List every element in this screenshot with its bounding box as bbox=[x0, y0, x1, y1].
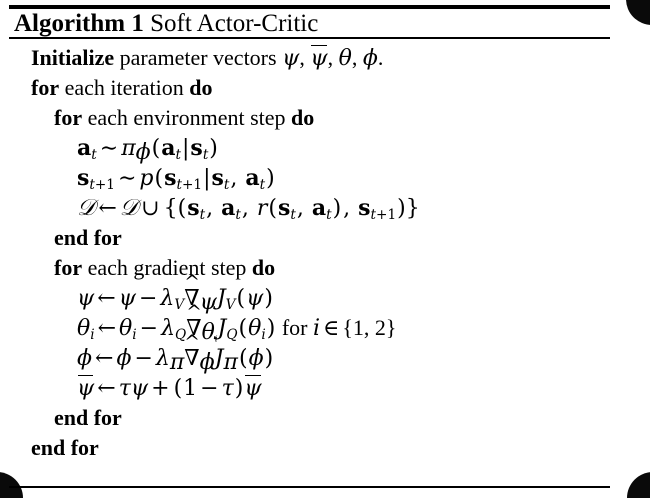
line-update-psi: ψ←ψ−λV∇ψJV(ψ) bbox=[0, 274, 650, 313]
text-for-i-in: for bbox=[276, 315, 313, 340]
page-corner-bottom-left bbox=[0, 472, 23, 498]
text-each-gradient-step: each gradient step bbox=[82, 255, 252, 280]
text-each-environment-step: each environment step bbox=[82, 105, 292, 130]
math-expression-update-psi: ψ←ψ−λV∇ψJV(ψ) bbox=[77, 274, 274, 313]
math-phi: ϕ bbox=[362, 46, 378, 71]
keyword-do: do bbox=[189, 75, 213, 100]
page-corner-bottom-right bbox=[627, 472, 650, 498]
line-for-each-iteration: for each iteration do bbox=[0, 73, 650, 103]
keyword-end-for: end for bbox=[54, 225, 122, 250]
keyword-for: for bbox=[54, 105, 83, 130]
line-end-for-environment-step: end for bbox=[0, 223, 650, 253]
keyword-do: do bbox=[251, 255, 276, 280]
comma-2: , bbox=[327, 45, 339, 70]
line-initialize: Initialize parameter vectors ψ, ψ, θ, ϕ. bbox=[0, 43, 650, 73]
math-theta: θ bbox=[338, 46, 352, 71]
line-end-for-iteration: end for bbox=[0, 433, 650, 463]
line-end-for-gradient-step: end for bbox=[0, 403, 650, 433]
line-update-theta: θi←θi−λQ∇θiJQ(θi) for i∈{1, 2} bbox=[0, 304, 650, 343]
line-for-each-gradient-step: for each gradient step do bbox=[0, 253, 650, 283]
math-expression-update-phi: ϕ←ϕ−λπ∇ϕJπ(ϕ) bbox=[77, 334, 274, 373]
line-sample-action: at∼πϕ(at|st) bbox=[0, 133, 650, 163]
math-expression-sample-next-state: st+1∼p(st+1|st, at) bbox=[77, 165, 275, 193]
math-psi: ψ bbox=[282, 46, 300, 71]
math-expression-update-psi-bar: ψ←τψ+(1−τ)ψ bbox=[77, 374, 262, 401]
math-expression-replay-buffer: 𝒟←𝒟∪{(st, at, r(st, at), st+1)} bbox=[77, 195, 420, 223]
line-update-psi-bar: ψ←τψ+(1−τ)ψ bbox=[0, 373, 650, 403]
comma-1: , bbox=[299, 45, 311, 70]
page-corner-top-right bbox=[626, 0, 650, 25]
text-parameter-vectors: parameter vectors bbox=[114, 45, 283, 70]
math-expression-sample-action: at∼πϕ(at|st) bbox=[77, 135, 218, 165]
algorithm-name: Soft Actor-Critic bbox=[150, 10, 319, 37]
math-element-of: ∈ bbox=[323, 315, 340, 340]
period: . bbox=[377, 45, 384, 70]
rule-bottom bbox=[9, 486, 610, 488]
keyword-for: for bbox=[54, 255, 83, 280]
math-expression-update-theta: θi←θi−λQ∇θiJQ(θi) bbox=[77, 304, 276, 343]
text-each-iteration: each iteration bbox=[59, 75, 190, 100]
algorithm-body: Initialize parameter vectors ψ, ψ, θ, ϕ.… bbox=[0, 43, 650, 463]
comma-3: , bbox=[351, 45, 363, 70]
keyword-initialize: Initialize bbox=[31, 45, 115, 70]
keyword-for: for bbox=[31, 75, 60, 100]
keyword-end-for: end for bbox=[31, 435, 99, 460]
keyword-do: do bbox=[291, 105, 315, 130]
line-sample-next-state: st+1∼p(st+1|st, at) bbox=[0, 163, 650, 193]
line-for-each-environment-step: for each environment step do bbox=[0, 103, 650, 133]
algorithm-title: Algorithm 1 Soft Actor-Critic bbox=[14, 10, 318, 37]
math-index-i: i bbox=[313, 316, 321, 341]
math-psi-bar: ψ bbox=[310, 44, 328, 74]
line-update-phi: ϕ←ϕ−λπ∇ϕJπ(ϕ) bbox=[0, 334, 650, 373]
math-index-set: {1, 2} bbox=[342, 315, 397, 340]
rule-below-title bbox=[9, 37, 610, 39]
algorithm-number-label: Algorithm 1 bbox=[14, 10, 144, 37]
rule-top bbox=[9, 5, 610, 9]
keyword-end-for: end for bbox=[54, 405, 122, 430]
line-replay-buffer-update: 𝒟←𝒟∪{(st, at, r(st, at), st+1)} bbox=[0, 193, 650, 223]
